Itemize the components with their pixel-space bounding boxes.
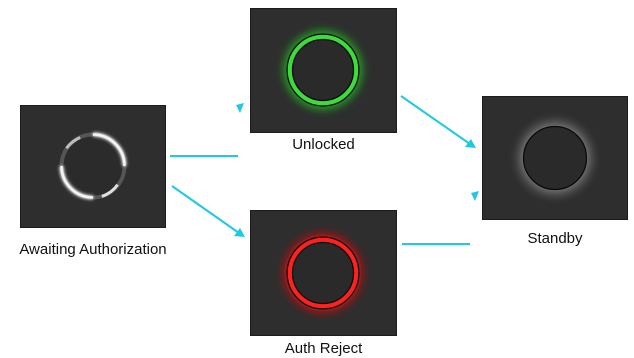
arrowhead-awaiting-to-reject — [234, 228, 245, 237]
connector-unlocked-to-standby — [400, 95, 471, 145]
auth-reject-label: Auth Reject — [284, 340, 363, 357]
unlocked-panel — [250, 8, 397, 133]
arrowhead-awaiting-to-unlocked — [236, 103, 244, 113]
connector-awaiting-to-reject — [171, 185, 240, 234]
auth-reject-panel — [250, 210, 397, 336]
standby-panel — [482, 96, 628, 220]
arrowhead-reject-to-standby — [471, 191, 479, 201]
segmented-ring-icon — [59, 132, 127, 200]
red-ring-icon — [284, 234, 362, 312]
white-glow-ring-icon — [507, 110, 603, 206]
unlocked-label: Unlocked — [292, 136, 355, 153]
awaiting-authorization-label: Awaiting Authorization — [19, 241, 167, 258]
green-ring-icon — [284, 31, 362, 109]
arrowhead-unlocked-to-standby — [465, 139, 476, 148]
standby-label: Standby — [527, 230, 583, 247]
awaiting-authorization-panel — [20, 105, 166, 228]
